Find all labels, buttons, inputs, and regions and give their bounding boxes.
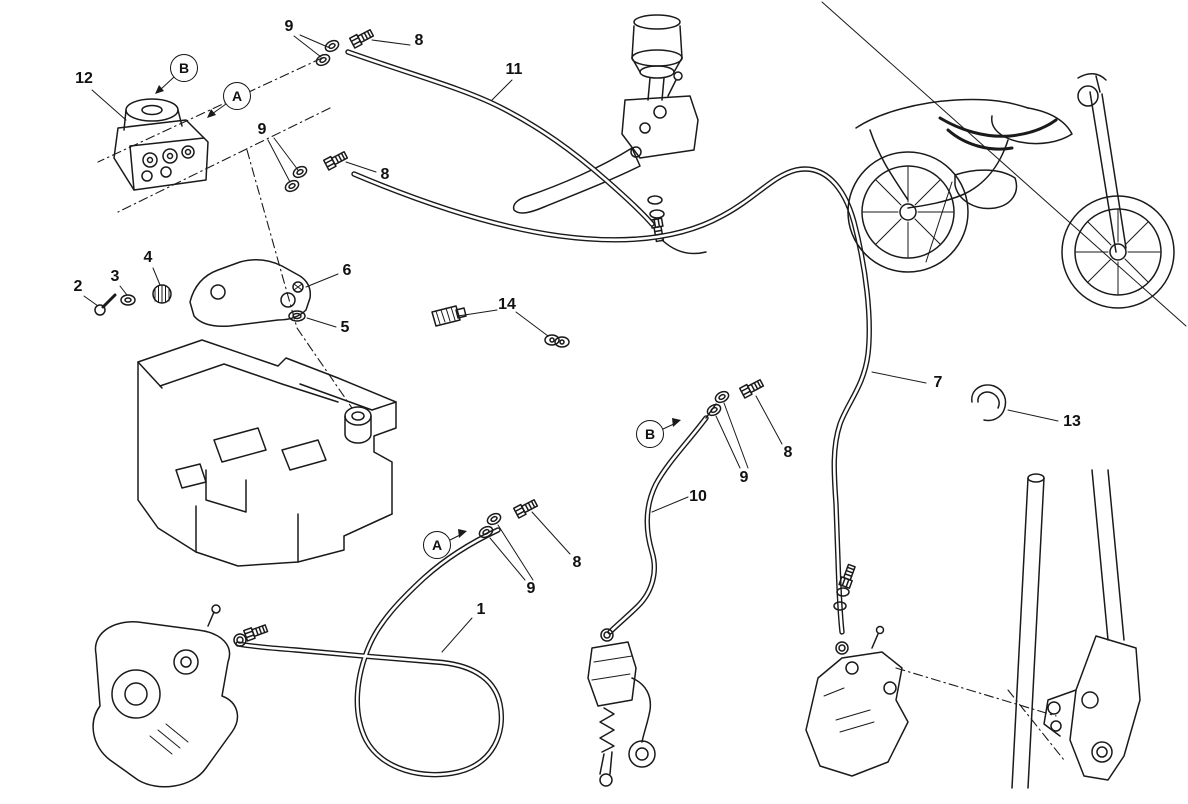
- brake-hoses: [235, 49, 872, 778]
- view-marker-a: A: [223, 82, 251, 110]
- hose-clip: [971, 384, 1007, 422]
- callout-12: 12: [75, 70, 93, 87]
- callout-7: 7: [933, 374, 943, 391]
- valve-and-clamp: [431, 305, 570, 348]
- rear-brake-caliper: [92, 604, 269, 788]
- callout-6: 6: [342, 262, 352, 279]
- callout-8: 8: [783, 444, 793, 461]
- callout-9: 9: [257, 121, 267, 138]
- front-master-cylinder: [512, 14, 707, 255]
- view-marker-b: B: [636, 420, 664, 448]
- fastener-set: [94, 284, 172, 316]
- rear-master-cylinder: [587, 628, 656, 787]
- view-marker-a: A: [423, 531, 451, 559]
- callout-10: 10: [689, 488, 707, 505]
- front-brake-caliper: [805, 563, 909, 777]
- leader-lines: [83, 34, 1059, 653]
- mounting-bracket: [189, 259, 312, 328]
- callout-8: 8: [380, 166, 390, 183]
- abs-modulator: [113, 98, 209, 191]
- callout-9: 9: [739, 469, 749, 486]
- view-marker-b: B: [170, 54, 198, 82]
- callout-11: 11: [505, 61, 523, 78]
- callout-13: 13: [1063, 413, 1081, 430]
- callout-14: 14: [498, 296, 516, 313]
- callout-2: 2: [73, 278, 83, 295]
- inset-divider: [821, 1, 1187, 327]
- callout-8: 8: [414, 32, 424, 49]
- callout-4: 4: [143, 249, 153, 266]
- motorcycle-inset: [821, 1, 1187, 327]
- view-arrows: [155, 76, 681, 541]
- callout-1: 1: [476, 601, 486, 618]
- callout-9: 9: [284, 18, 294, 35]
- front-fork: [1011, 469, 1141, 789]
- callout-5: 5: [340, 319, 350, 336]
- callout-8: 8: [572, 554, 582, 571]
- construction-lines: [97, 57, 1065, 761]
- support-tray: [137, 339, 397, 567]
- callout-3: 3: [110, 268, 120, 285]
- callout-9: 9: [526, 580, 536, 597]
